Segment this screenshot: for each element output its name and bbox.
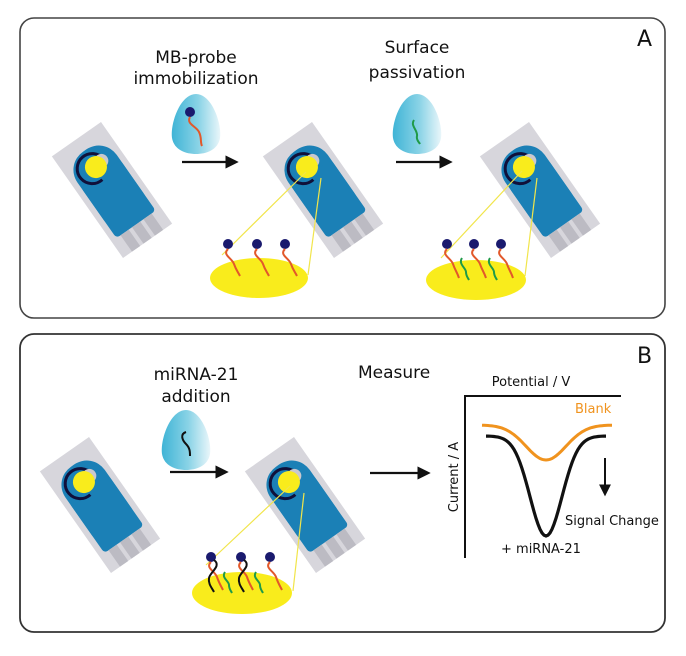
target-strand-icon	[237, 559, 248, 593]
mb-probe-icon	[236, 552, 254, 593]
surface-view-hybridized	[192, 485, 305, 614]
voltammogram: Potential / V Current / A Blank + miRNA-…	[447, 375, 659, 558]
step-label-passivation: passivation	[369, 63, 466, 83]
passivator-strand-icon	[459, 257, 470, 281]
droplet-mb-probe-icon	[171, 94, 221, 154]
panel-b: B miRNA-21 addition Measure	[19, 333, 666, 633]
signal-change-label: Signal Change	[565, 514, 659, 529]
mb-probe-icon	[252, 239, 270, 277]
panel-b-letter: B	[637, 344, 652, 369]
mb-probe-icon	[223, 239, 241, 277]
step-label-immobilization: immobilization	[133, 69, 258, 89]
passivator-strand-icon	[487, 257, 498, 281]
mb-probe-icon	[280, 239, 298, 277]
droplet-mirna-icon	[161, 410, 211, 470]
gold-surface	[192, 572, 292, 614]
mb-probe-icon	[206, 552, 224, 593]
step-label-addition: addition	[161, 387, 230, 407]
step-label-measure: Measure	[358, 363, 430, 383]
y-axis-label: Current / A	[447, 442, 462, 512]
x-axis-label: Potential / V	[492, 375, 571, 390]
curve-mirna	[486, 434, 606, 538]
passivator-strand-icon	[253, 571, 264, 594]
passivator-strand-icon	[222, 571, 233, 594]
step-label-mirna: miRNA-21	[154, 365, 239, 385]
legend-blank: Blank	[575, 402, 612, 417]
panel-b-frame	[19, 333, 666, 633]
mb-probe-icon	[469, 239, 487, 279]
panel-a-letter: A	[637, 27, 652, 52]
gold-surface	[426, 260, 526, 300]
target-strand-icon	[207, 559, 218, 593]
panel-a: A MB-probe immobilization Surface passiv…	[19, 17, 666, 319]
gold-surface	[210, 258, 308, 298]
mb-probe-icon	[496, 239, 514, 279]
mb-probe-icon	[265, 552, 283, 591]
curve-blank	[481, 423, 612, 462]
legend-mirna: + miRNA-21	[501, 542, 581, 557]
surface-view-probes	[210, 171, 322, 298]
surface-view-passivated	[426, 170, 538, 300]
mb-probe-icon	[442, 239, 460, 279]
step-label-surface: Surface	[385, 38, 450, 58]
droplet-passivator-icon	[392, 94, 442, 154]
step-label-mb-probe: MB-probe	[155, 48, 237, 68]
